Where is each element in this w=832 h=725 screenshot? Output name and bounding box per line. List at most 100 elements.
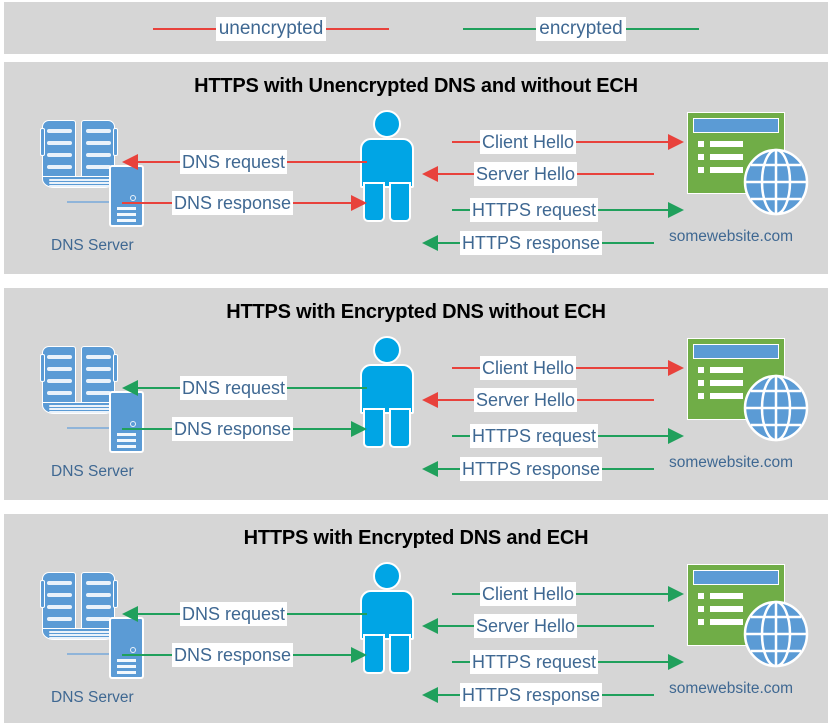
browser-bullet-dot	[698, 606, 704, 612]
globe-icon	[743, 374, 809, 442]
message-arrow-dns-request: DNS request	[122, 150, 367, 174]
arrow-head-left	[422, 392, 438, 408]
panel-title: HTTPS with Encrypted DNS without ECH	[226, 301, 606, 323]
book-text-line	[86, 355, 111, 359]
book-text-line	[86, 593, 111, 597]
arrow-head-right	[351, 421, 367, 437]
dns-server-icon	[37, 342, 157, 454]
server-slot-line	[117, 433, 136, 436]
message-arrow-client-hello: Client Hello	[452, 582, 684, 606]
server-slot-line	[117, 219, 136, 222]
server-slot-line	[117, 665, 136, 668]
arrow-head-right	[668, 134, 684, 150]
book-text-line	[47, 391, 72, 395]
arrow-head-right	[668, 360, 684, 376]
person-body	[360, 138, 414, 188]
message-arrow-https-response: HTTPS response	[422, 231, 654, 255]
book-text-line	[47, 367, 72, 371]
book-text-line	[86, 141, 111, 145]
browser-bullet-line	[710, 167, 743, 173]
message-label: Server Hello	[474, 614, 578, 638]
book-text-line	[47, 605, 72, 609]
server-slot-line	[117, 671, 136, 674]
arrow-head-left	[422, 235, 438, 251]
website-icon	[687, 112, 809, 222]
scenario-panel-1: HTTPS with Unencrypted DNS and without E…	[4, 62, 828, 274]
book-base-seam	[49, 179, 115, 181]
book-base-seam	[49, 405, 115, 407]
book-text-line	[86, 605, 111, 609]
person-icon	[356, 336, 418, 448]
message-label: HTTPS response	[460, 231, 603, 255]
book-base-seam	[49, 182, 115, 184]
book-base-seam	[49, 637, 115, 639]
server-slot-line	[117, 213, 136, 216]
arrow-head-right	[668, 654, 684, 670]
book-text-line	[86, 617, 111, 621]
book-icon	[40, 342, 118, 414]
arrow-head-left	[422, 687, 438, 703]
book-base-seam	[49, 631, 115, 633]
message-label: Client Hello	[480, 356, 577, 380]
arrow-head-left	[422, 461, 438, 477]
dns-connection-wire	[67, 201, 115, 203]
message-arrow-dns-response: DNS response	[122, 191, 367, 215]
book-text-line	[86, 391, 111, 395]
arrow-head-left	[422, 166, 438, 182]
globe-icon	[743, 148, 809, 216]
book-text-line	[47, 153, 72, 157]
website-icon	[687, 564, 809, 674]
book-text-line	[47, 141, 72, 145]
book-icon	[40, 116, 118, 188]
book-page-left	[42, 346, 76, 404]
message-arrow-https-request: HTTPS request	[452, 424, 684, 448]
arrow-head-left	[122, 380, 138, 396]
message-arrow-dns-request: DNS request	[122, 376, 367, 400]
person-icon	[356, 562, 418, 674]
server-slot-line	[117, 659, 136, 662]
server-slot-line	[117, 207, 136, 210]
browser-bullet-dot	[698, 154, 704, 160]
arrow-head-right	[351, 195, 367, 211]
person-leg-right	[389, 634, 411, 674]
person-icon	[356, 110, 418, 222]
browser-bullet-line	[710, 393, 743, 399]
person-body	[360, 590, 414, 640]
browser-bullet-dot	[698, 167, 704, 173]
globe-icon	[743, 600, 809, 668]
message-label: DNS response	[172, 191, 294, 215]
message-label: DNS request	[180, 602, 288, 626]
book-spine-left	[40, 354, 45, 382]
book-page-left	[42, 120, 76, 178]
dns-connection-wire	[67, 427, 115, 429]
book-text-line	[47, 165, 72, 169]
person-head	[373, 336, 401, 364]
arrow-head-left	[422, 618, 438, 634]
browser-bullet-dot	[698, 593, 704, 599]
browser-bullet-dot	[698, 367, 704, 373]
message-arrow-client-hello: Client Hello	[452, 356, 684, 380]
scenario-panel-3: HTTPS with Encrypted DNS and ECH DNS Ser…	[4, 514, 828, 723]
message-arrow-https-response: HTTPS response	[422, 683, 654, 707]
browser-bullet-line	[710, 154, 743, 160]
dns-server-icon	[37, 568, 157, 680]
browser-bullet-line	[710, 367, 743, 373]
message-label: HTTPS request	[470, 424, 599, 448]
legend-label-unencrypted: unencrypted	[215, 17, 327, 41]
browser-bullet-line	[710, 606, 743, 612]
arrow-head-left	[122, 606, 138, 622]
message-arrow-https-request: HTTPS request	[452, 650, 684, 674]
legend-panel: unencrypted encrypted	[4, 2, 828, 54]
book-spine-right	[113, 580, 118, 608]
message-arrow-client-hello: Client Hello	[452, 130, 684, 154]
browser-title-bar	[693, 344, 779, 359]
message-label: DNS request	[180, 150, 288, 174]
arrow-head-right	[668, 202, 684, 218]
message-arrow-https-request: HTTPS request	[452, 198, 684, 222]
book-text-line	[86, 367, 111, 371]
book-text-line	[86, 581, 111, 585]
server-gear-icon	[130, 195, 136, 201]
message-arrow-server-hello: Server Hello	[422, 614, 654, 638]
book-spine-left	[40, 580, 45, 608]
